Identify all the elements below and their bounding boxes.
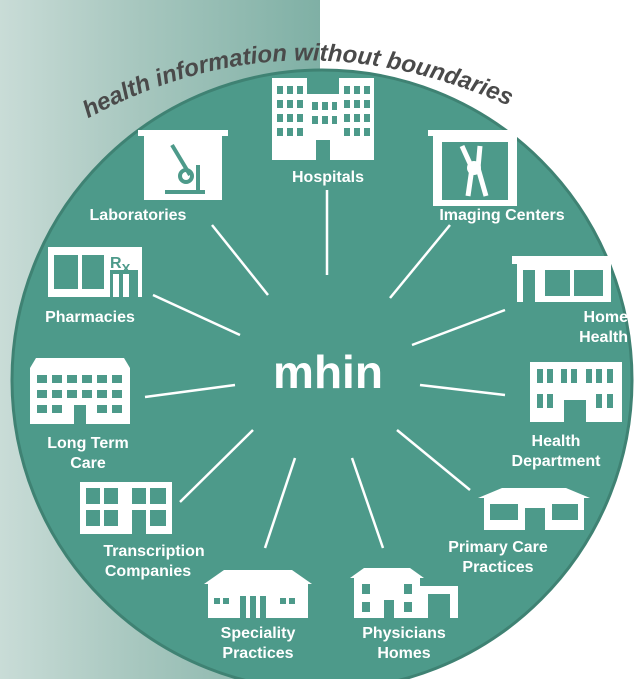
transcription-label-2: Companies: [105, 563, 191, 580]
speciality-label-2: Practices: [222, 645, 293, 662]
office-building-icon: [80, 482, 172, 534]
care-facility-icon: [30, 358, 130, 424]
long-term-care-label-2: Care: [70, 455, 106, 472]
medical-office-icon: [204, 570, 312, 618]
transcription-label-1: Transcription: [103, 543, 204, 560]
hospital-icon: [272, 78, 374, 160]
speciality-label-1: Speciality: [221, 625, 296, 642]
center-label: mhin: [273, 346, 383, 398]
spoke-speciality: [263, 457, 297, 549]
home-health-label-1: Home: [584, 309, 629, 326]
spoke-imaging: [389, 224, 451, 299]
clinic-icon: [478, 488, 590, 530]
pharmacies-label: Pharmacies: [45, 309, 135, 326]
health-department-label-2: Department: [512, 453, 602, 470]
spoke-pharmacies: [152, 293, 241, 337]
physicians-label-2: Homes: [377, 645, 430, 662]
home-health-label-2: Health: [579, 329, 628, 346]
hospitals-label: Hospitals: [292, 169, 364, 186]
spoke-long-term-care: [144, 383, 236, 399]
xray-icon: [428, 130, 522, 206]
long-term-care-label-1: Long Term: [47, 435, 128, 452]
spoke-physicians: [350, 457, 385, 549]
laboratories-label: Laboratories: [90, 207, 187, 224]
connection-lines: [144, 190, 506, 549]
spoke-primary-care: [396, 429, 471, 491]
pharmacy-icon: RX: [48, 247, 142, 297]
spoke-home-health: [411, 308, 506, 347]
spoke-health-department: [419, 383, 506, 397]
spoke-transcription: [179, 429, 254, 503]
imaging-centers-label: Imaging Centers: [439, 207, 564, 224]
primary-care-label-2: Practices: [462, 559, 533, 576]
house-icon: [512, 256, 616, 302]
residence-icon: [350, 568, 458, 618]
health-department-label-1: Health: [532, 433, 581, 450]
physicians-label-1: Physicians: [362, 625, 446, 642]
rx-sign: RX: [110, 255, 131, 276]
government-building-icon: [530, 362, 622, 422]
spoke-laboratories: [211, 224, 269, 296]
microscope-icon: [138, 130, 228, 200]
primary-care-label-1: Primary Care: [448, 539, 548, 556]
